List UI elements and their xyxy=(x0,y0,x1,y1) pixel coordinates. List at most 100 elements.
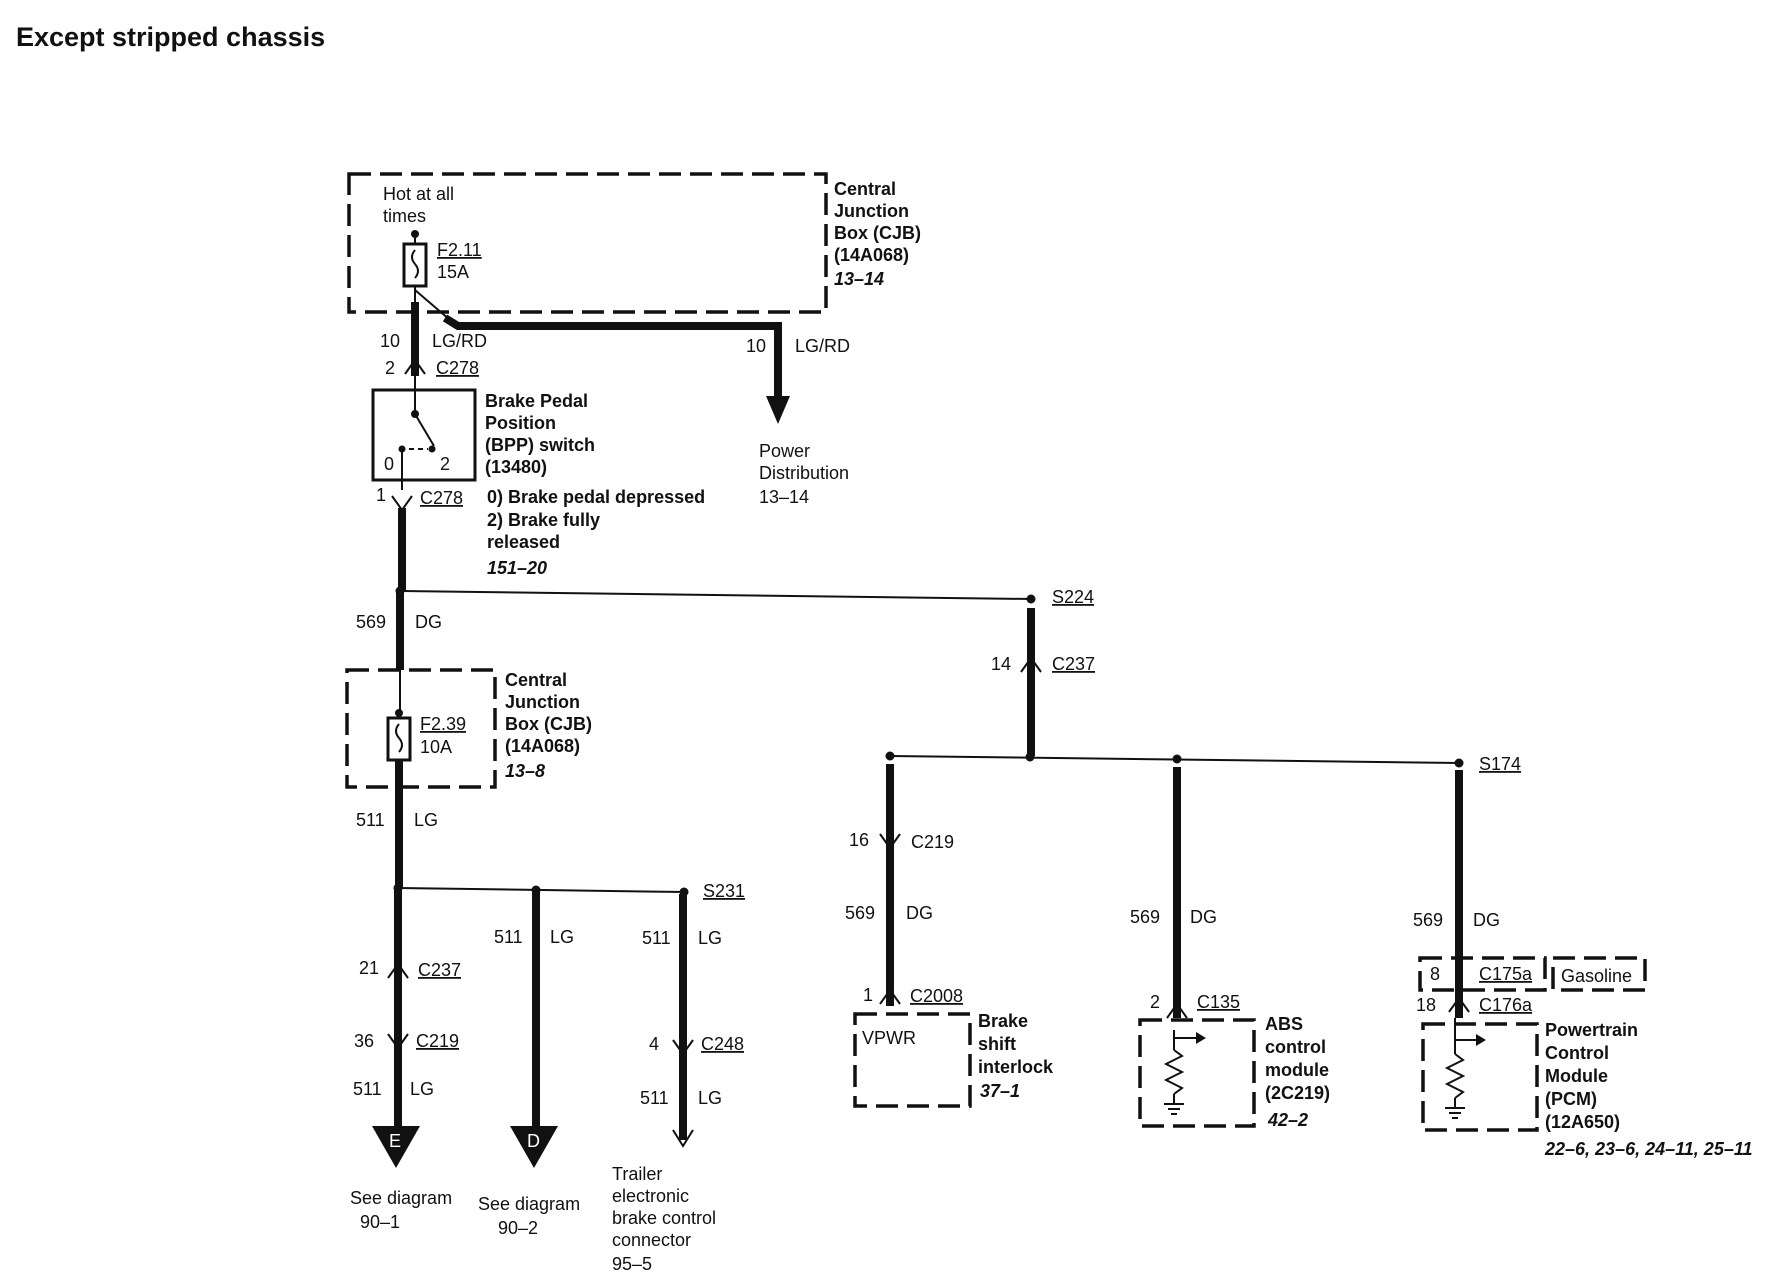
wire-10-right-color: LG/RD xyxy=(795,336,850,356)
pcm-conn1: C175a xyxy=(1479,964,1533,984)
hot-at-all-times-label-2: times xyxy=(383,206,426,226)
pcm-module-box xyxy=(1421,1022,1539,1132)
bpp-name-4: (13480) xyxy=(485,457,547,477)
pcm-page-ref: 22–6, 23–6, 24–11, 25–11 xyxy=(1544,1139,1753,1159)
splice-s224-node xyxy=(1026,594,1036,604)
page-ref-e-icon xyxy=(372,1126,420,1168)
wire-569-to-s224 xyxy=(401,590,1032,600)
bpp-name-3: (BPP) switch xyxy=(485,435,595,455)
wire-10-left-color: LG/RD xyxy=(432,331,487,351)
c278-bottom-connector-icon xyxy=(391,495,413,512)
bpp-state-2: 2) Brake fully xyxy=(487,510,600,530)
trailer-pin: 4 xyxy=(649,1034,659,1054)
wire-10-right-circuit: 10 xyxy=(746,336,766,356)
branch-e-letter: E xyxy=(389,1131,401,1151)
pcm-conn2: C176a xyxy=(1479,995,1533,1015)
cjb-mid-name-2: Junction xyxy=(505,692,580,712)
cjb-mid-box xyxy=(345,668,497,789)
abs-color: DG xyxy=(1190,907,1217,927)
pcm-name-5: (12A650) xyxy=(1545,1112,1620,1132)
trailer-circuit-bottom: 511 xyxy=(640,1088,669,1108)
pcm-circuit: 569 xyxy=(1413,910,1443,930)
cjb-mid-page-ref: 13–8 xyxy=(505,761,545,781)
bpp-page-ref: 151–20 xyxy=(487,558,547,578)
pcm-option: Gasoline xyxy=(1561,966,1632,986)
wire-569-main-color: DG xyxy=(415,612,442,632)
fuse-f2-11-rating: 15A xyxy=(437,262,469,282)
branch-d-letter: D xyxy=(527,1131,540,1151)
wire-511-main-circuit: 511 xyxy=(356,810,385,830)
c278-top-connector-icon xyxy=(404,358,426,375)
trailer-color-top: LG xyxy=(698,928,722,948)
fuse-f2-39-element-icon xyxy=(395,723,403,753)
bpp-switch-box xyxy=(371,388,477,482)
c2008-connector-icon xyxy=(879,988,901,1005)
trailer-color-bottom: LG xyxy=(698,1088,722,1108)
branch-e-pin1: 21 xyxy=(359,958,379,978)
bpp-position-2: 2 xyxy=(440,454,450,474)
abs-page-ref: 42–2 xyxy=(1267,1110,1308,1130)
pcm-color: DG xyxy=(1473,910,1500,930)
trailer-circuit-top: 511 xyxy=(642,928,671,948)
trailer-conn: C248 xyxy=(701,1034,744,1054)
bpp-name-1: Brake Pedal xyxy=(485,391,588,411)
pcm-resistor-icon xyxy=(1444,1053,1466,1099)
branch-d-color: LG xyxy=(550,927,574,947)
cjb-top-name-4: (14A068) xyxy=(834,245,909,265)
c135-connector-icon xyxy=(1166,1002,1188,1019)
hot-at-all-times-label-1: Hot at all xyxy=(383,184,454,204)
c237-right-pin: 14 xyxy=(991,654,1011,674)
abs-sense-arrow-icon xyxy=(1196,1032,1206,1044)
bpp-name-2: Position xyxy=(485,413,556,433)
brake-shift-interlock-box xyxy=(853,1012,972,1108)
pcm-name-1: Powertrain xyxy=(1545,1020,1638,1040)
power-dist-label-1: Power xyxy=(759,441,810,461)
splice-s231-label: S231 xyxy=(703,881,745,901)
splice-s174-node xyxy=(1454,758,1464,768)
wire-511-main-color: LG xyxy=(414,810,438,830)
branch-d-circuit: 511 xyxy=(494,927,523,947)
c237-connector-icon xyxy=(387,962,409,979)
wire-569-main-circuit: 569 xyxy=(356,612,386,632)
power-dist-label-2: Distribution xyxy=(759,463,849,483)
interlock-pin2: 1 xyxy=(863,985,873,1005)
abs-name-3: module xyxy=(1265,1060,1329,1080)
branch-e-ref-2: 90–1 xyxy=(360,1212,400,1232)
c175a-option-box xyxy=(1418,956,1547,992)
trailer-ref-5: 95–5 xyxy=(612,1254,652,1274)
branch-d-ref-1: See diagram xyxy=(478,1194,580,1214)
abs-module-box xyxy=(1138,1018,1256,1128)
abs-pin: 2 xyxy=(1150,992,1160,1012)
pcm-name-3: Module xyxy=(1545,1066,1608,1086)
branch-e-color: LG xyxy=(410,1079,434,1099)
interlock-color: DG xyxy=(906,903,933,923)
pcm-pin2: 18 xyxy=(1416,995,1436,1015)
interlock-terminal: VPWR xyxy=(862,1028,916,1048)
power-dist-arrow-icon xyxy=(766,396,790,424)
trailer-ref-1: Trailer xyxy=(612,1164,662,1184)
wire-10-left-circuit: 10 xyxy=(380,331,400,351)
abs-name-1: ABS xyxy=(1265,1014,1303,1034)
splice-s224-label: S224 xyxy=(1052,587,1094,607)
cjb-top-page-ref: 13–14 xyxy=(834,269,884,289)
cjb-top-box xyxy=(347,172,828,314)
gasoline-option-box xyxy=(1551,956,1647,992)
c237-right-connector: C237 xyxy=(1052,654,1095,674)
fuse-f2-11-id: F2.11 xyxy=(437,240,482,260)
branch-e-conn2: C219 xyxy=(416,1031,459,1051)
bpp-connector-top: C278 xyxy=(436,358,479,378)
cjb-top-name-1: Central xyxy=(834,179,896,199)
splice-s174-label: S174 xyxy=(1479,754,1521,774)
abs-conn: C135 xyxy=(1197,992,1240,1012)
bpp-position-0: 0 xyxy=(384,454,394,474)
trailer-connector-end-icon xyxy=(672,1129,694,1148)
abs-name-4: (2C219) xyxy=(1265,1083,1330,1103)
interlock-name-2: shift xyxy=(978,1034,1016,1054)
trailer-ref-3: brake control xyxy=(612,1208,716,1228)
pcm-name-4: (PCM) xyxy=(1545,1089,1597,1109)
c237-right-connector-icon xyxy=(1020,656,1042,673)
bpp-connector-bottom: C278 xyxy=(420,488,463,508)
pcm-pin1: 8 xyxy=(1430,964,1440,984)
branch-e-conn1: C237 xyxy=(418,960,461,980)
